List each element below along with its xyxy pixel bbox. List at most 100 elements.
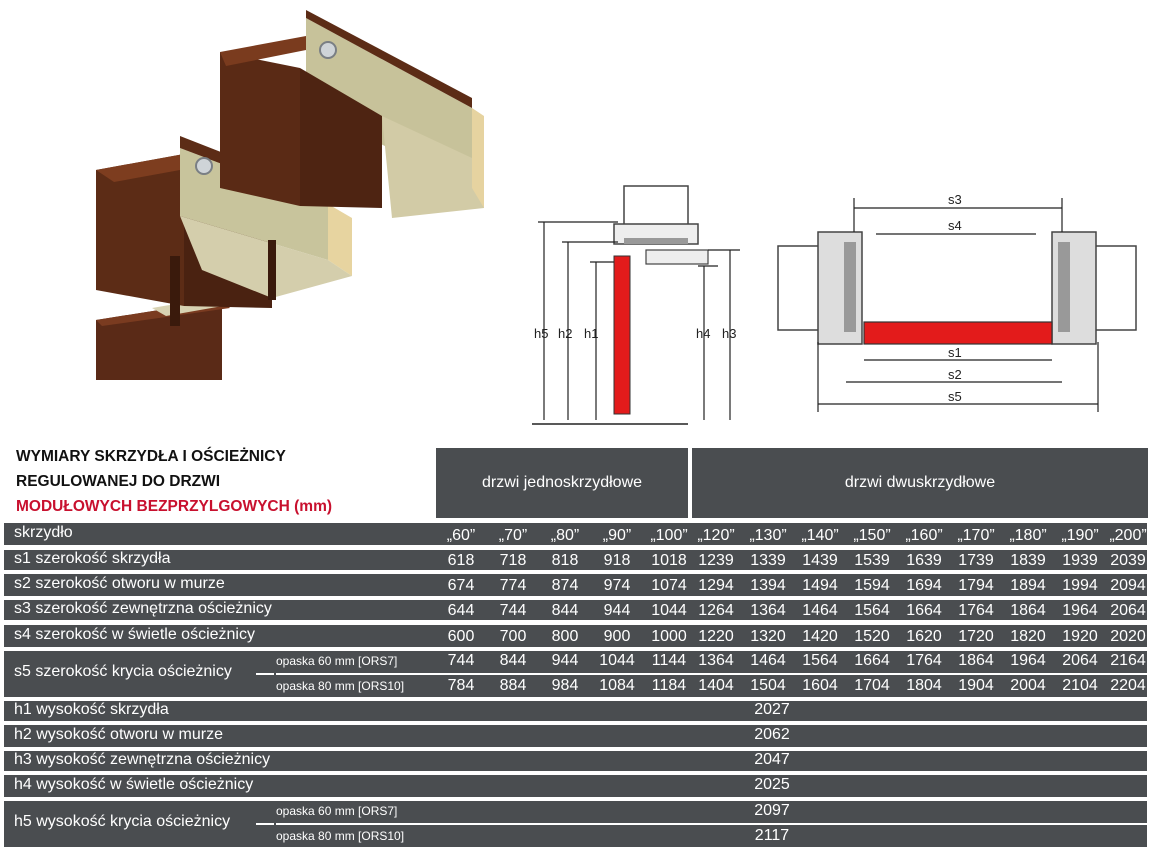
table-title-line3: MODUŁOWYCH BEZPRZYLGOWYCH (mm) — [16, 498, 333, 515]
table-cell: „90” — [602, 527, 632, 544]
table-cell: 1320 — [750, 628, 786, 645]
table-cell: 2020 — [1110, 628, 1146, 645]
table-cell: 974 — [603, 577, 631, 594]
table-cell: 1494 — [802, 577, 838, 594]
table-cell: 1220 — [698, 628, 734, 645]
table-cell: 1964 — [1010, 652, 1046, 669]
table-cell: 2164 — [1110, 652, 1146, 669]
table-cell: 1620 — [906, 628, 942, 645]
table-cell: 1000 — [651, 628, 687, 645]
table-cell: 1439 — [802, 552, 838, 569]
table-cell: 844 — [551, 602, 579, 619]
table-cell: 844 — [499, 652, 527, 669]
table-cell: 1904 — [958, 677, 994, 694]
table-cell: 1864 — [958, 652, 994, 669]
table-row-h2: h2 wysokość otworu w murze 2062 — [4, 725, 1147, 747]
table-cell: 1364 — [698, 652, 734, 669]
table-cell: 1804 — [906, 677, 942, 694]
table-cell: 884 — [499, 677, 527, 694]
table-cell: 1144 — [651, 652, 687, 669]
table-cell: 1018 — [651, 552, 687, 569]
table-cell: 1864 — [1010, 602, 1046, 619]
h3-label: h3 — [722, 326, 736, 341]
table-cell: 1894 — [1010, 577, 1046, 594]
table-cell: 718 — [499, 552, 527, 569]
table-cell: 1504 — [750, 677, 786, 694]
table-cell: „190” — [1061, 527, 1099, 544]
table-cell: „170” — [957, 527, 995, 544]
table-cell: 1720 — [958, 628, 994, 645]
table-cell: 1264 — [698, 602, 734, 619]
table-cell: 1764 — [906, 652, 942, 669]
table-cell: 1364 — [750, 602, 786, 619]
h1-label: h1 — [584, 326, 598, 341]
table-cell: 1939 — [1062, 552, 1098, 569]
table-cell: 1539 — [854, 552, 890, 569]
table-title-line2: REGULOWANEJ DO DRZWI — [16, 473, 221, 490]
table-title-line1: WYMIARY SKRZYDŁA I OŚCIEŻNICY — [16, 448, 286, 465]
table-cell: 1739 — [958, 552, 994, 569]
table-cell: 674 — [447, 577, 475, 594]
table-cell: 1184 — [651, 677, 687, 694]
width-section-diagram: s3 s4 s1 s2 s5 — [777, 192, 1137, 412]
table-row-s5: s5 szerokość krycia ościeżnicy opaska 60… — [4, 651, 1148, 697]
table-cell: 900 — [603, 628, 631, 645]
table-cell: 2094 — [1110, 577, 1146, 594]
table-cell: „60” — [446, 527, 476, 544]
table-cell: 1044 — [599, 652, 635, 669]
table-cell: 1239 — [698, 552, 734, 569]
table-cell: 800 — [551, 628, 579, 645]
table-cell: 1604 — [802, 677, 838, 694]
table-row-h5: h5 wysokość krycia ościeżnicy opaska 60 … — [4, 801, 1148, 847]
table-row-sizes: skrzydło „60”„70”„80”„90”„100”„120”„130”… — [4, 523, 1147, 545]
table-cell: 1594 — [854, 577, 890, 594]
table-cell: 1564 — [854, 602, 890, 619]
table-cell: 918 — [603, 552, 631, 569]
s3-label: s3 — [948, 192, 962, 207]
table-cell: 944 — [551, 652, 579, 669]
table-cell: „140” — [801, 527, 839, 544]
table-cell: 1464 — [750, 652, 786, 669]
table-row-h4: h4 wysokość w świetle ościeżnicy 2025 — [4, 775, 1147, 797]
table-cell: 644 — [447, 602, 475, 619]
table-cell: 1994 — [1062, 577, 1098, 594]
table-cell: 1044 — [651, 602, 687, 619]
s4-label: s4 — [948, 218, 962, 233]
table-cell: 1664 — [906, 602, 942, 619]
table-cell: 2064 — [1110, 602, 1146, 619]
table-cell: 874 — [551, 577, 579, 594]
table-cell: 1074 — [651, 577, 687, 594]
table-row-h3: h3 wysokość zewnętrzna ościeżnicy 2047 — [4, 751, 1147, 771]
h4-label: h4 — [696, 326, 710, 341]
table-cell: „200” — [1109, 527, 1147, 544]
table-cell: 744 — [447, 652, 475, 669]
table-cell: 2039 — [1110, 552, 1146, 569]
table-cell: 2204 — [1110, 677, 1146, 694]
table-cell: „130” — [749, 527, 787, 544]
h5-label: h5 — [534, 326, 548, 341]
table-cell: 1704 — [854, 677, 890, 694]
table-cell: 1420 — [802, 628, 838, 645]
table-cell: 1794 — [958, 577, 994, 594]
door-frame-illustration — [96, 10, 484, 380]
table-cell: 2104 — [1062, 677, 1098, 694]
table-cell: 1839 — [1010, 552, 1046, 569]
table-cell: 2064 — [1062, 652, 1098, 669]
table-cell: 1520 — [854, 628, 890, 645]
table-cell: 944 — [603, 602, 631, 619]
s1-label: s1 — [948, 345, 962, 360]
table-cell: 1964 — [1062, 602, 1098, 619]
table-cell: 784 — [447, 677, 475, 694]
h2-label: h2 — [558, 326, 572, 341]
table-cell: 1664 — [854, 652, 890, 669]
table-cell: 1404 — [698, 677, 734, 694]
table-cell: 1694 — [906, 577, 942, 594]
table-cell: „180” — [1009, 527, 1047, 544]
table-cell: „160” — [905, 527, 943, 544]
table-cell: 1464 — [802, 602, 838, 619]
table-cell: „70” — [498, 527, 528, 544]
